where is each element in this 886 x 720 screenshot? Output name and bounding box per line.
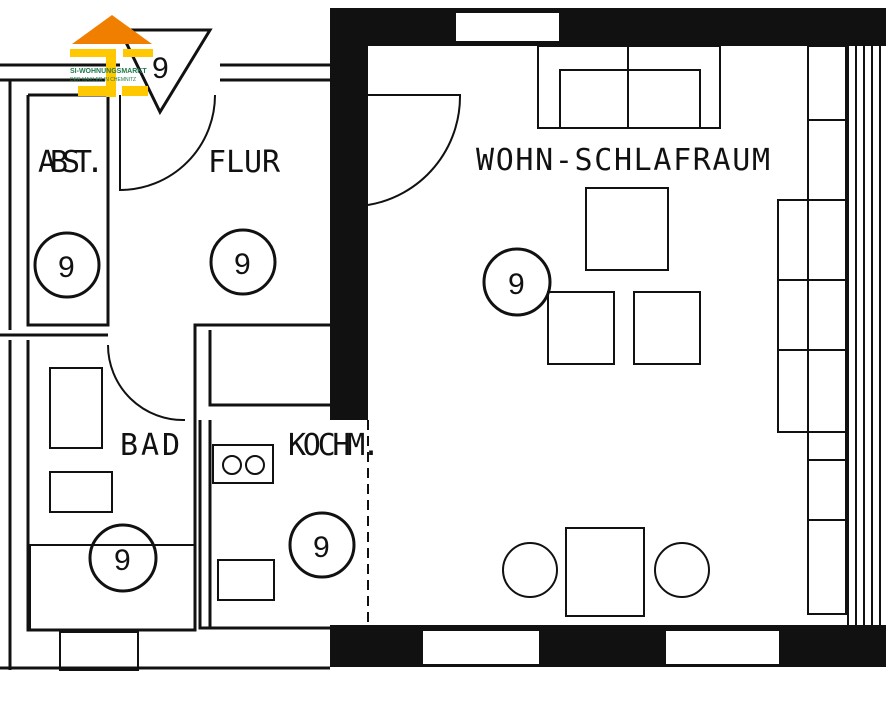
marker-label: 9 bbox=[234, 248, 251, 281]
room-label-bad: BAD bbox=[120, 428, 180, 463]
exterior-walls bbox=[330, 8, 886, 667]
logo-tagline: DER MAKLER IN CHEMNITZ bbox=[70, 77, 136, 83]
doors bbox=[107, 94, 462, 422]
company-logo: SI-WOHNUNGSMARKT DER MAKLER IN CHEMNITZ bbox=[70, 15, 153, 97]
marker-label: 9 bbox=[152, 52, 169, 85]
logo-name: SI-WOHNUNGSMARKT bbox=[70, 68, 147, 75]
marker-label: 9 bbox=[313, 531, 330, 564]
flooring-markers: 9 9 9 9 9 9 bbox=[33, 28, 552, 593]
room-label-abst: ABST. bbox=[38, 145, 104, 180]
room-label-wohn-schlafraum: WOHN-SCHLAFRAUM bbox=[476, 143, 770, 178]
right-window-strip bbox=[847, 46, 881, 625]
windows bbox=[59, 11, 781, 671]
marker-label: 9 bbox=[508, 268, 525, 301]
furniture bbox=[29, 45, 847, 631]
marker-label: 9 bbox=[58, 251, 75, 284]
triangle-marker bbox=[117, 28, 213, 116]
room-label-kochm: KOCHM. bbox=[288, 428, 380, 463]
marker-label: 9 bbox=[114, 544, 131, 577]
room-label-flur: FLUR bbox=[208, 145, 281, 180]
